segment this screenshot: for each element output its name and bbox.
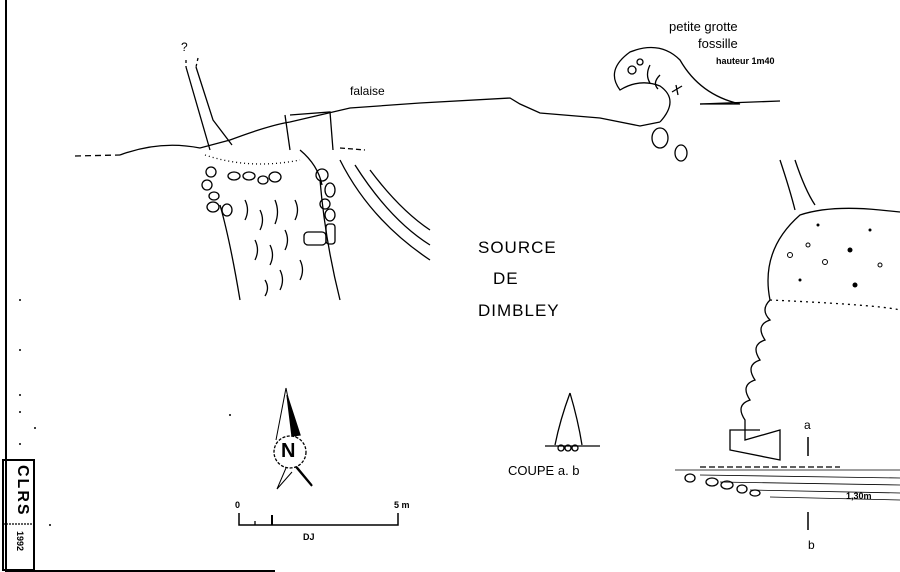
cartouche-org: CLRS (14, 465, 31, 517)
north-arrow-icon (273, 387, 313, 490)
cartouche-box (2, 459, 35, 571)
boulder-chamber (767, 207, 900, 301)
scale-start-label: 0 (235, 500, 241, 510)
water-level-lines (675, 469, 900, 501)
cave-label-line1: petite grotte (669, 19, 738, 34)
section-a-b-drawing (545, 392, 600, 447)
cartouche-year: 1992 (15, 531, 25, 552)
section-label-b: b (808, 538, 815, 552)
title-line1: SOURCE (478, 238, 557, 257)
compass-north-letter: N (281, 440, 296, 462)
scale-bar (238, 513, 399, 526)
scale-end-label: 5 m (394, 500, 410, 510)
water-flow-marks (244, 199, 304, 297)
cliff-label: falaise (350, 84, 385, 98)
boulders (201, 166, 336, 246)
cliff-dashed (74, 154, 121, 157)
stepped-wall (729, 299, 781, 461)
right-fissure (779, 159, 816, 211)
section-title: COUPE a. b (508, 463, 580, 478)
author-initials: DJ (303, 532, 315, 542)
cave-height-label: hauteur 1m40 (716, 56, 775, 66)
stream-bank-left (219, 204, 241, 301)
section-label-a: a (804, 418, 811, 432)
unknown-continuation-label: ? (181, 40, 188, 54)
rock-strata (339, 159, 431, 261)
fossil-cave-outline (613, 46, 741, 123)
floor-boulders (684, 473, 761, 497)
cliff-line (119, 97, 661, 156)
depth-label: 1,30m (846, 491, 872, 501)
title-line2: DE (493, 269, 519, 288)
cave-label-line2: fossille (698, 36, 738, 51)
title-line3: DIMBLEY (478, 301, 560, 320)
fissure (185, 66, 233, 151)
